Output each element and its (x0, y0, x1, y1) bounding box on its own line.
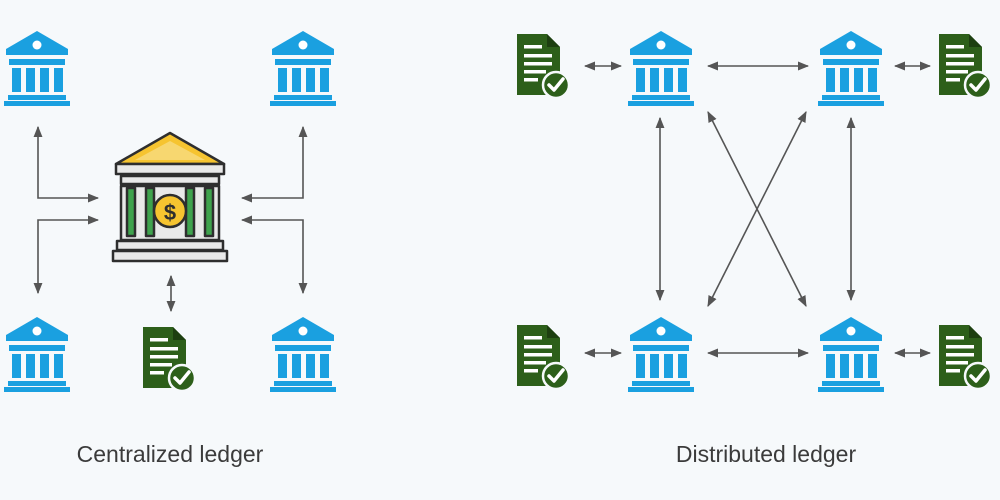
bank-icon (818, 31, 884, 106)
document-check-icon (937, 323, 993, 391)
bank-icon (4, 31, 70, 106)
bank-icon (628, 31, 694, 106)
bank-icon (4, 317, 70, 392)
connector-arrow (33, 215, 100, 295)
bank-icon (628, 317, 694, 392)
bank-icon (270, 317, 336, 392)
document-check-icon (937, 32, 993, 100)
centralized-ledger-section: $ (4, 31, 336, 393)
centralized-ledger-caption: Centralized ledger (76, 441, 264, 467)
connector-arrow (240, 125, 308, 203)
document-check-icon (515, 32, 571, 100)
distributed-ledger-caption: Distributed ledger (675, 441, 857, 467)
connector-arrow (707, 111, 807, 307)
central-bank-icon (111, 131, 229, 263)
bank-icon (270, 31, 336, 106)
document-check-icon (141, 325, 197, 393)
distributed-ledger-section (515, 31, 993, 392)
bank-icon (818, 317, 884, 392)
currency-symbol: $ (164, 200, 176, 225)
connector-arrow (33, 125, 100, 203)
document-check-icon (515, 323, 571, 391)
connector-arrow (240, 215, 308, 295)
